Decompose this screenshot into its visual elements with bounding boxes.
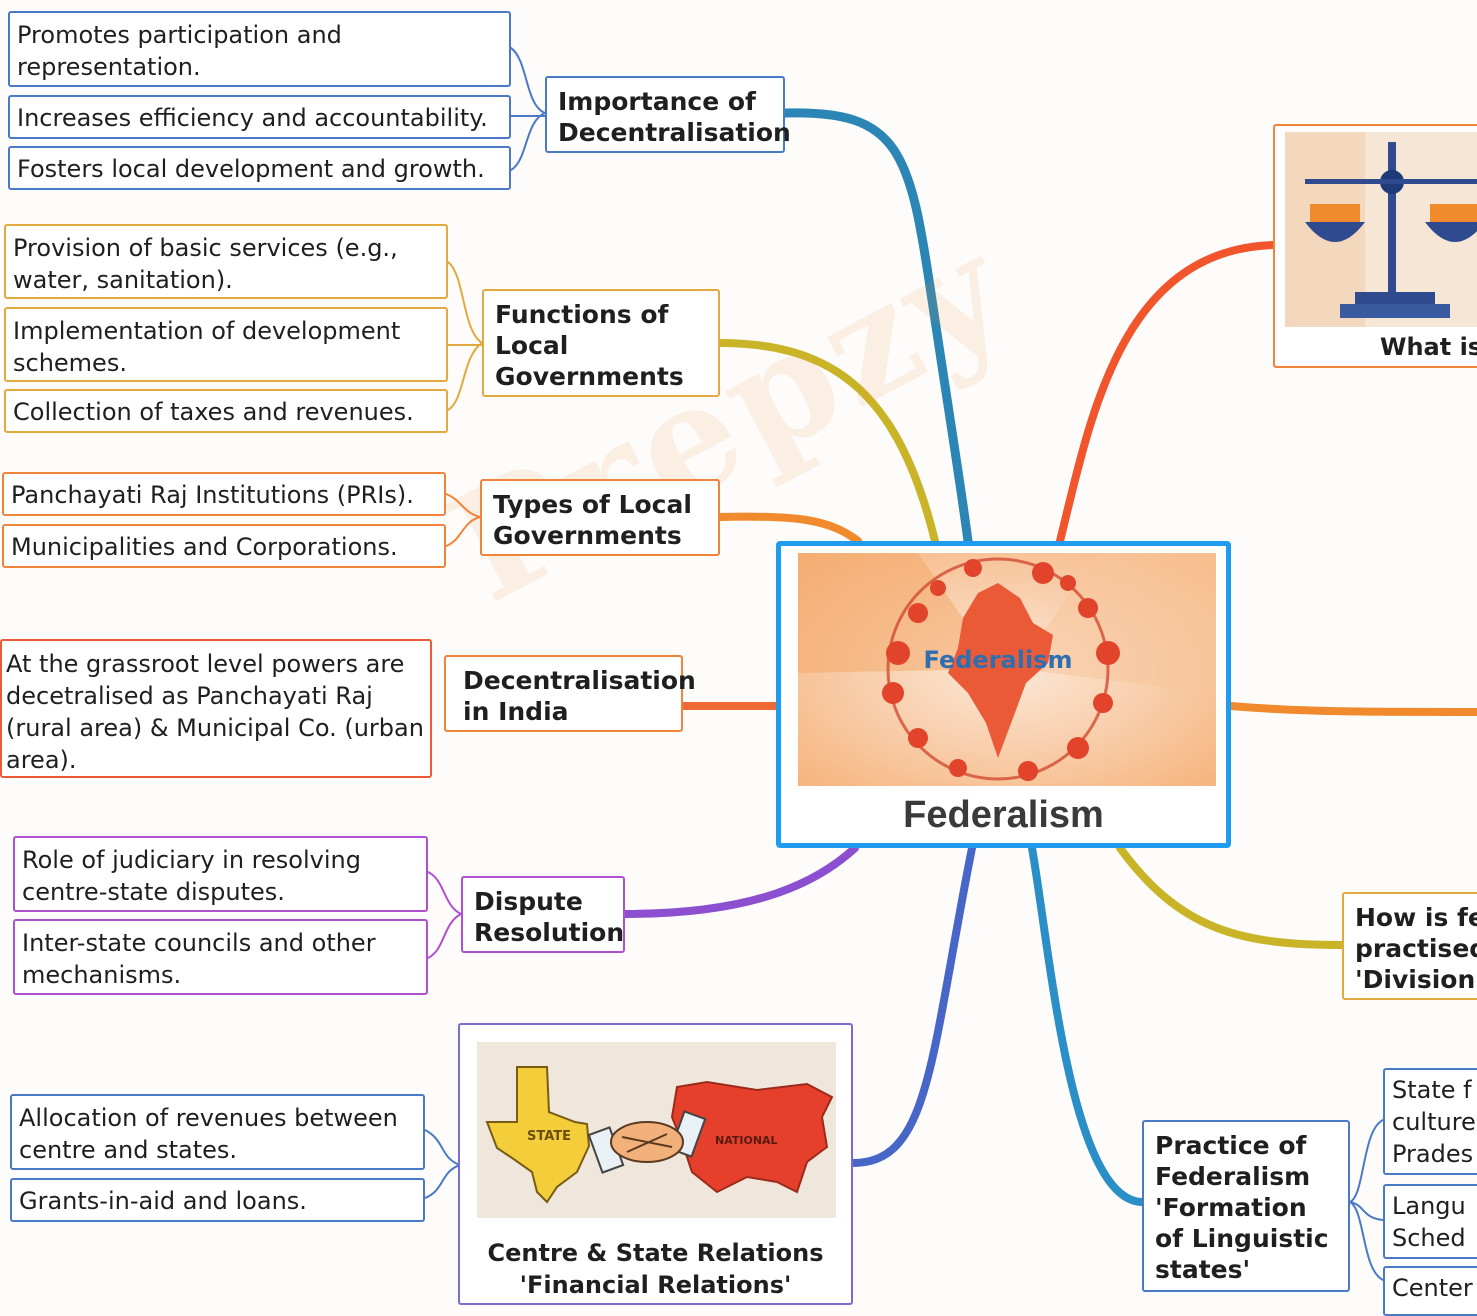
practice-item-2: Langu Sched (1383, 1184, 1477, 1259)
dispute-hub: Dispute Resolution (461, 876, 625, 953)
what-is-title: What is (1380, 333, 1477, 361)
india-item-1: At the grassroot level powers are decetr… (0, 639, 432, 778)
financial-item-2: Grants-in-aid and loans. (10, 1178, 425, 1222)
practice-item-1: State f culture Prades (1383, 1068, 1477, 1175)
importance-item-3: Fosters local development and growth. (8, 146, 511, 190)
scales-illustration (1285, 132, 1477, 327)
how-is-hub: How is fe practised 'Division (1342, 892, 1477, 1000)
india-hub: Decentralisation in India (444, 655, 696, 732)
importance-item-2: Increases efficiency and accountability. (8, 95, 511, 139)
financial-item-1: Allocation of revenues between centre an… (10, 1094, 425, 1170)
federalism-title: Federalism (903, 794, 1104, 836)
types-hub: Types of Local Governments (480, 479, 720, 556)
what-is-card: What is (1273, 124, 1477, 368)
dispute-item-1: Role of judiciary in resolving centre-st… (13, 836, 428, 912)
functions-hub: Functions of Local Governments (482, 289, 720, 397)
practice-item-3: Center (1383, 1266, 1477, 1316)
federalism-image-text: Federalism (924, 646, 1073, 674)
financial-relations-card: STATE NATIONAL Centre & State Relations … (458, 1023, 853, 1305)
practice-hub: Practice of Federalism 'Formation of Lin… (1142, 1120, 1350, 1292)
handshake-illustration: STATE NATIONAL (477, 1042, 836, 1218)
federalism-center-node: Federalism Federalism (776, 541, 1231, 848)
types-item-1: Panchayati Raj Institutions (PRIs). (2, 472, 446, 516)
functions-item-2: Implementation of development schemes. (4, 307, 448, 382)
functions-item-1: Provision of basic services (e.g., water… (4, 224, 448, 299)
types-item-2: Municipalities and Corporations. (2, 524, 446, 568)
importance-item-1: Promotes participation and representatio… (8, 11, 511, 87)
dispute-item-2: Inter-state councils and other mechanism… (13, 919, 428, 995)
financial-hub: Centre & State Relations 'Financial Rela… (487, 1239, 824, 1299)
functions-item-3: Collection of taxes and revenues. (4, 389, 448, 433)
state-label: STATE (527, 1129, 571, 1144)
national-label: NATIONAL (715, 1134, 778, 1147)
importance-hub: Importance of Decentralisation (545, 76, 791, 153)
federalism-illustration: Federalism (798, 553, 1216, 786)
